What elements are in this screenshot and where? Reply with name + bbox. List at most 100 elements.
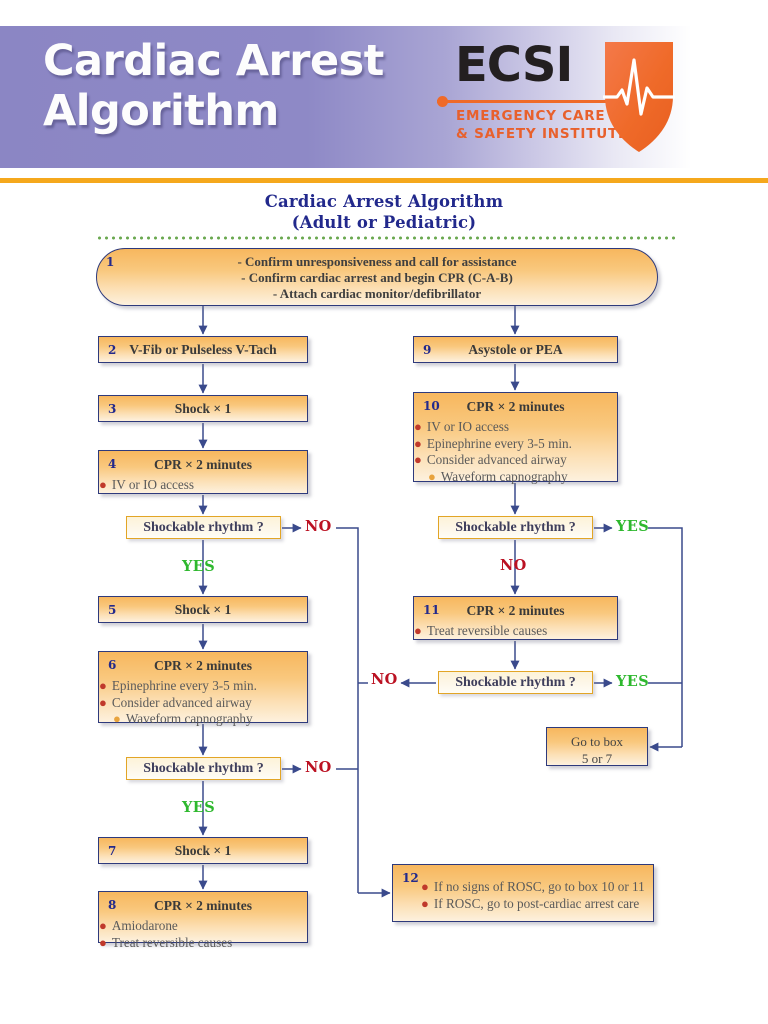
list-item: ● Treat reversible causes (414, 623, 617, 640)
logo-wordmark: ECSI (455, 37, 573, 93)
box-number: 12 (402, 871, 419, 885)
bullet-icon: ● (99, 918, 107, 933)
decision-shockable-rhythm-1[interactable]: Shockable rhythm ? (126, 516, 281, 539)
list-item: ● IV or IO access (414, 419, 617, 436)
box-heading: V-Fib or Pulseless V-Tach (129, 342, 277, 357)
bullet-icon: ● (414, 623, 422, 638)
list-item: ●Treat reversible causes (99, 935, 307, 952)
flow-box-2[interactable]: 2 V-Fib or Pulseless V-Tach (98, 336, 308, 363)
list-item: ● Amiodarone (99, 918, 307, 935)
bullet-icon: ● (99, 934, 107, 950)
box-heading: Shock × 1 (174, 843, 232, 858)
box-heading: CPR × 2 minutes (153, 457, 253, 472)
box-heading: CPR × 2 minutes (466, 603, 565, 618)
list-item: ●IV or IO access (99, 477, 307, 494)
bullet-icon: ● (99, 694, 107, 710)
flow-box-11[interactable]: 11 CPR × 2 minutes ● Treat reversible cau… (413, 596, 618, 640)
ecsi-logo: ECSI EMERGENCY CARE & SAFETY INSTITUTE (437, 38, 707, 158)
flow-box-3[interactable]: 3 Shock × 1 (98, 395, 308, 422)
box-number: 9 (423, 343, 432, 357)
list-item: ●Waveform capnography (414, 469, 617, 486)
edge-label-yes-1: YES (182, 558, 216, 575)
box-number: 2 (108, 343, 117, 357)
bullet-text: Consider advanced airway (426, 452, 567, 467)
edge-label-yes-3: YES (616, 518, 650, 535)
box-text: Go to box 5 or 7 (571, 734, 623, 766)
box-heading: CPR × 2 minutes (153, 658, 253, 673)
box-number: 3 (108, 402, 117, 416)
flow-box-6[interactable]: 6 CPR × 2 minutes ● Epinephrine every 3-5… (98, 651, 308, 726)
bullet-text: Epinephrine every 3-5 min. (426, 435, 572, 451)
shield-ecg-icon (603, 42, 675, 152)
dotted-rule (96, 236, 676, 240)
edge-label-no-2: NO (371, 671, 398, 688)
bullet-text: IV or IO access (111, 477, 195, 492)
decision-shockable-rhythm-2[interactable]: Shockable rhythm ? (438, 516, 593, 539)
flow-box-goto[interactable]: Go to box 5 or 7 (546, 727, 648, 766)
flow-box-9[interactable]: 9 Asystole or PEA (413, 336, 618, 363)
logo-subtitle-line1: EMERGENCY CARE (456, 108, 606, 124)
flow-box-5[interactable]: 5 Shock × 1 (98, 596, 308, 623)
box-heading: Asystole or PEA (468, 342, 563, 357)
orange-divider (0, 178, 768, 183)
flow-box-7[interactable]: 7 Shock × 1 (98, 837, 308, 864)
box-number: 11 (423, 603, 440, 617)
bullet-icon: ● (414, 435, 422, 451)
list-item: ● Waveform capnography (99, 711, 307, 728)
chart-title: Cardiac Arrest Algorithm (Adult or Pedia… (264, 192, 504, 232)
edge-label-no-1: NO (305, 518, 332, 535)
bullet-text: Treat reversible causes (111, 934, 233, 950)
bullet-text: Treat reversible causes (426, 623, 548, 638)
bullet-icon: ● (421, 895, 429, 911)
decision-shockable-rhythm-3[interactable]: Shockable rhythm ? (126, 757, 281, 780)
box-number: 6 (108, 658, 117, 672)
box-bullet-list: ●IV or IO access (99, 477, 307, 494)
bullet-text: Waveform capnography (125, 711, 253, 726)
box-number: 5 (108, 603, 117, 617)
list-item: ● Epinephrine every 3-5 min. (99, 678, 307, 695)
list-item: ●Consider advanced airway (414, 452, 617, 469)
flow-box-4[interactable]: 4 CPR × 2 minutes ●IV or IO access (98, 450, 308, 494)
bullet-icon: ● (113, 711, 121, 726)
box-number: 10 (423, 399, 440, 413)
box-heading: CPR × 2 minutes (466, 399, 565, 414)
bullet-icon: ● (421, 879, 429, 894)
bullet-text: Epinephrine every 3-5 min. (111, 678, 257, 693)
flow-box-12[interactable]: 12 ● If no signs of ROSC, go to box 10 or… (392, 864, 654, 922)
box-number: 8 (108, 898, 117, 912)
edge-label-yes-4: YES (616, 673, 650, 690)
box-bullet-list: ●Epinephrine every 3-5 min. ●Consider ad… (99, 678, 307, 728)
list-item: ●Consider advanced airway (99, 695, 307, 712)
list-item: ●If ROSC, go to post-cardiac arrest care (421, 896, 653, 913)
bullet-text: Amiodarone (111, 918, 178, 933)
edge-label-no-3: NO (305, 759, 332, 776)
bullet-icon: ● (414, 419, 422, 434)
flow-box-10[interactable]: 10 CPR × 2 minutes ●IV or IO access ●Epi… (413, 392, 618, 484)
list-item: ● If no signs of ROSC, go to box 10 or 11 (421, 879, 653, 896)
box-number: 7 (108, 844, 117, 858)
logo-subtitle-line2: & SAFETY INSTITUTE (456, 126, 629, 142)
bullet-text: If no signs of ROSC, go to box 10 or 11 (433, 879, 645, 894)
box-number: 4 (108, 457, 117, 471)
flow-box-1[interactable]: 1 - Confirm unresponsiveness and call fo… (96, 248, 658, 306)
bullet-icon: ● (99, 678, 107, 693)
edge-label-no-4: NO (500, 557, 527, 574)
box-text: - Confirm unresponsiveness and call for … (237, 254, 517, 301)
bullet-text: Waveform capnography (440, 468, 568, 484)
box-heading: Shock × 1 (174, 602, 232, 617)
edge-label-yes-2: YES (182, 799, 216, 816)
page-title: Cardiac Arrest Algorithm (43, 36, 384, 136)
box-bullet-list: ● If no signs of ROSC, go to box 10 or 11… (421, 879, 653, 912)
bullet-text: If ROSC, go to post-cardiac arrest care (433, 895, 640, 911)
bullet-icon: ● (428, 468, 436, 484)
box-bullet-list: ●Amiodarone ●Treat reversible causes (99, 918, 307, 951)
list-item: ●Epinephrine every 3-5 min. (414, 436, 617, 453)
flow-box-8[interactable]: 8 CPR × 2 minutes ●Amiodarone ●Treat rev… (98, 891, 308, 950)
bullet-text: Consider advanced airway (111, 694, 252, 710)
logo-rule (437, 100, 627, 103)
box-heading: Shock × 1 (174, 401, 232, 416)
decision-shockable-rhythm-4[interactable]: Shockable rhythm ? (438, 671, 593, 694)
bullet-text: IV or IO access (426, 419, 510, 434)
